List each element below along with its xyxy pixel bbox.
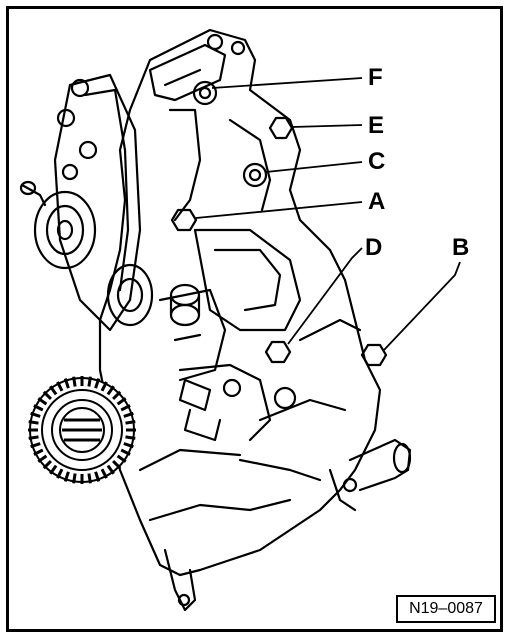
arm-bolt-3 — [78, 140, 98, 160]
gear-tooth — [120, 448, 131, 456]
callout-a: A — [368, 188, 386, 215]
idler-roller — [106, 263, 154, 327]
gear-tooth — [33, 448, 44, 456]
gear-tooth — [123, 442, 134, 449]
housing-outline — [98, 28, 382, 577]
bolt-c — [242, 162, 268, 188]
gear-tooth — [63, 471, 70, 482]
gear-tooth — [33, 404, 44, 412]
arm-bolt-2 — [56, 108, 76, 128]
tensioner-pulley — [33, 190, 97, 270]
gear-tooth — [112, 460, 122, 470]
gear-tooth — [42, 460, 52, 470]
gear-tooth — [56, 381, 64, 392]
bolt-a — [170, 208, 198, 232]
callout-d: D — [365, 234, 383, 261]
leader-f — [211, 77, 363, 89]
gear-tooth — [72, 473, 77, 484]
gear-tooth — [28, 420, 39, 425]
callout-f: F — [368, 64, 383, 91]
gear-tooth — [87, 473, 92, 484]
figure-frame — [6, 6, 503, 632]
leader-a — [195, 201, 363, 219]
gear-tooth — [120, 404, 131, 412]
gear-tooth — [49, 464, 58, 475]
gear-tooth — [30, 442, 41, 449]
gear-tooth — [100, 468, 108, 479]
callout-c: C — [368, 148, 386, 175]
gear-tooth — [49, 385, 58, 396]
gear-tooth — [100, 381, 108, 392]
gear-tooth — [30, 411, 41, 418]
fan-coupling — [28, 376, 136, 484]
gear-tooth — [116, 454, 127, 463]
gear-tooth — [123, 411, 134, 418]
bolt-d — [264, 340, 292, 364]
outlet-pipe — [348, 438, 412, 492]
callout-b: B — [452, 234, 470, 261]
gear-tooth — [42, 390, 52, 400]
leader-d — [287, 247, 363, 345]
bolt-f — [192, 80, 218, 106]
gear-tooth — [56, 468, 64, 479]
gear-tooth — [116, 397, 127, 406]
leader-c — [265, 161, 363, 173]
gear-tooth — [37, 454, 48, 463]
gear-tooth — [94, 471, 101, 482]
figure-reference: N19–0087 — [396, 595, 496, 623]
gear-tooth — [94, 378, 101, 389]
gear-tooth — [28, 435, 39, 440]
belt-arm — [53, 73, 142, 332]
gear-tooth — [106, 464, 115, 475]
leader-b — [383, 261, 461, 351]
gear-tooth — [125, 435, 136, 440]
arm-bolt-1 — [70, 78, 90, 98]
bolt-b — [360, 343, 388, 367]
gear-tooth — [37, 397, 48, 406]
gear-tooth — [72, 376, 77, 387]
gear-tooth — [112, 390, 122, 400]
callout-e: E — [368, 112, 385, 139]
gear-tooth — [63, 378, 70, 389]
gear-tooth — [125, 420, 136, 425]
gear-tooth — [106, 385, 115, 396]
bolt-e — [268, 116, 294, 140]
leader-e — [291, 124, 363, 128]
gear-tooth — [87, 376, 92, 387]
